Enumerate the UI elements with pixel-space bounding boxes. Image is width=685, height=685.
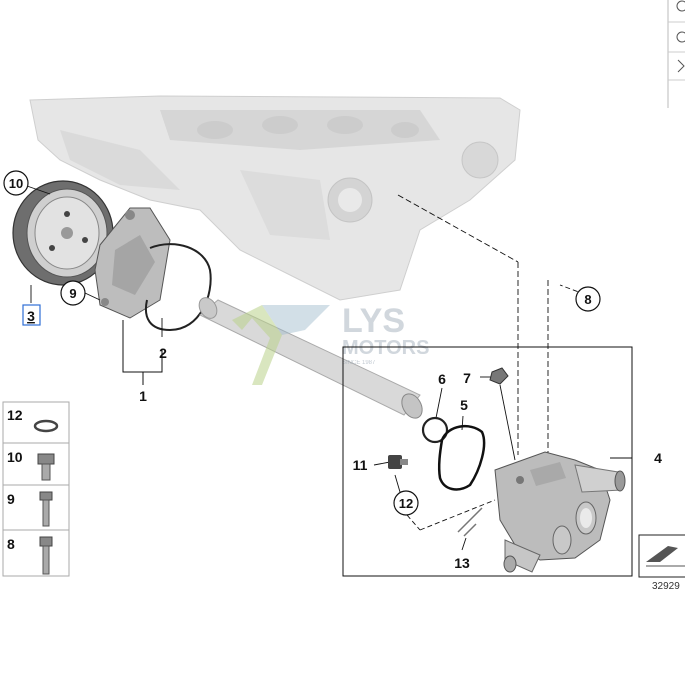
cylinder-head xyxy=(29,95,521,301)
callout-1[interactable]: 1 xyxy=(139,388,147,404)
watermark-brand: LYS xyxy=(342,302,405,340)
callout-label: 9 xyxy=(69,286,76,301)
flange-bolt-icon xyxy=(37,453,55,481)
legend-label: 10 xyxy=(7,449,23,465)
callout-3[interactable]: 3 xyxy=(22,304,41,326)
small-parts-legend: 12 10 9 8 xyxy=(2,401,70,577)
callout-label: 1 xyxy=(139,388,147,404)
long-bolt-icon xyxy=(39,536,53,575)
belt-pulley xyxy=(12,180,114,286)
callout-7[interactable]: 7 xyxy=(463,370,471,386)
toolbar-fragment xyxy=(667,0,685,108)
callout-label: 7 xyxy=(463,370,471,386)
legend-label: 12 xyxy=(7,407,23,423)
diagram-thumbnail[interactable] xyxy=(638,534,685,578)
hex-bolt-icon xyxy=(39,491,53,527)
seal-ring-icon xyxy=(33,419,59,433)
callout-label: 13 xyxy=(454,555,470,571)
settings-icon[interactable] xyxy=(676,31,685,43)
callout-label: 5 xyxy=(460,397,468,413)
callout-label: 12 xyxy=(399,496,413,511)
callout-12[interactable]: 12 xyxy=(393,490,419,516)
bracket-1 xyxy=(122,320,163,385)
retaining-clip xyxy=(457,507,483,537)
callout-10[interactable]: 10 xyxy=(3,170,29,196)
callout-4[interactable]: 4 xyxy=(654,450,662,466)
kit-frame xyxy=(342,346,633,577)
callout-label: 11 xyxy=(353,457,368,473)
temperature-sensor xyxy=(388,455,408,469)
zoom-icon[interactable] xyxy=(676,0,685,12)
watermark: LYS MOTORS SINCE 1987 xyxy=(232,302,429,385)
watermark-tag: SINCE 1987 xyxy=(342,360,376,366)
callout-13[interactable]: 13 xyxy=(454,555,470,571)
callout-label: 4 xyxy=(654,450,662,466)
callout-11[interactable]: 11 xyxy=(353,457,368,473)
water-pump xyxy=(94,207,171,319)
callout-2[interactable]: 2 xyxy=(159,345,167,361)
coolant-pipe xyxy=(198,297,423,419)
callout-label: 3 xyxy=(27,308,35,324)
callout-label: 8 xyxy=(584,292,591,307)
thermostat-gasket xyxy=(437,424,486,491)
o-ring xyxy=(421,416,449,444)
thermostat-housing xyxy=(494,451,626,573)
callout-label: 10 xyxy=(9,176,23,191)
callout-label: 6 xyxy=(438,371,446,387)
diagram-id: 32929 xyxy=(652,581,680,592)
callout-9[interactable]: 9 xyxy=(60,280,86,306)
callout-5[interactable]: 5 xyxy=(460,397,468,413)
legend-label: 9 xyxy=(7,491,15,507)
callout-label: 2 xyxy=(159,345,167,361)
callout-8[interactable]: 8 xyxy=(575,286,601,312)
callout-6[interactable]: 6 xyxy=(438,371,446,387)
legend-label: 8 xyxy=(7,536,15,552)
watermark-sub: MOTORS xyxy=(342,337,429,359)
leader-lines xyxy=(26,185,632,551)
plug-bolt xyxy=(489,367,509,385)
chevron-right-icon[interactable] xyxy=(677,59,685,73)
